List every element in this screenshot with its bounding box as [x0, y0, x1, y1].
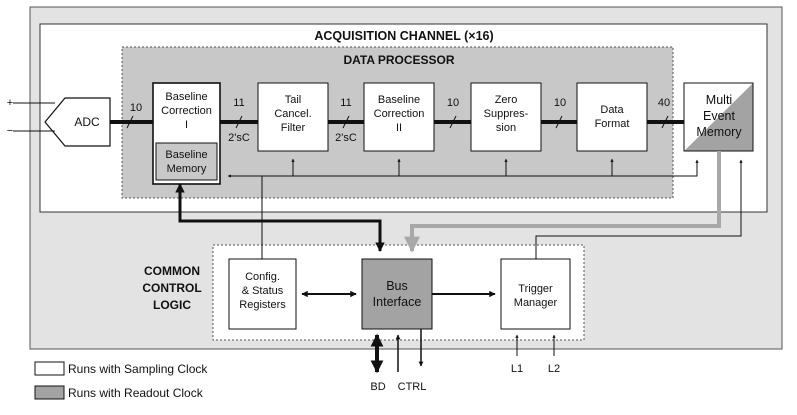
zs-line-2: Suppres-	[484, 108, 529, 120]
tail-cancel-filter-block	[257, 82, 329, 152]
tm-line-2: Manager	[514, 297, 558, 309]
bm-line-1: Baseline	[165, 149, 207, 161]
csr-line-2: & Status	[242, 285, 284, 297]
bus-width-tcf: 11	[340, 97, 351, 109]
baseline-memory-block	[155, 142, 218, 181]
adc-minus-sign: −	[7, 125, 13, 137]
mem-line-3: Memory	[696, 125, 742, 139]
data-format-block	[576, 82, 648, 152]
l1-label: L1	[511, 363, 523, 375]
bc2-line-2: Correction	[374, 108, 425, 120]
baseline-memory-bus-path	[175, 183, 385, 252]
tcf-line-3: Filter	[281, 122, 306, 134]
csr-line-1: Config.	[245, 271, 280, 283]
bus-width-bc1: 11	[233, 97, 244, 109]
bus-width-bc2: 10	[447, 97, 459, 109]
bc1-line-2: Correction	[161, 105, 212, 117]
tcf-line-1: Tail	[285, 94, 302, 106]
bc1-line-3: I	[185, 119, 188, 131]
data-processor-title: DATA PROCESSOR	[343, 53, 454, 67]
ctrl-label: CTRL	[398, 381, 427, 393]
ccl-line-3: LOGIC	[153, 298, 191, 312]
legend-readout-label: Runs with Readout Clock	[68, 386, 204, 400]
bus-interface-block	[361, 258, 433, 330]
bc2-line-1: Baseline	[378, 94, 420, 106]
legend-sampling-swatch	[34, 361, 65, 376]
memory-readout-path	[404, 151, 721, 253]
l2-label: L2	[548, 363, 560, 375]
bm-line-2: Memory	[167, 163, 207, 175]
encoding-tcf: 2'sC	[335, 132, 357, 144]
zs-line-3: sion	[496, 122, 516, 134]
df-line-2: Format	[595, 118, 630, 130]
ccl-line-2: CONTROL	[142, 281, 201, 295]
bd-label: BD	[370, 381, 385, 393]
bc1-line-1: Baseline	[165, 91, 207, 103]
trigger-manager-block	[500, 258, 571, 330]
acquisition-channel-title: ACQUISITION CHANNEL (×16)	[314, 29, 493, 43]
bc2-line-3: II	[396, 122, 402, 134]
df-line-1: Data	[600, 104, 624, 116]
bus-width-adc: 10	[130, 102, 142, 114]
config-status-registers-block	[228, 258, 297, 330]
ccl-line-1: COMMON	[144, 264, 200, 278]
encoding-bc1: 2'sC	[228, 132, 250, 144]
csr-line-3: Registers	[239, 299, 286, 311]
legend-readout-swatch	[34, 385, 65, 400]
legend-sampling-label: Runs with Sampling Clock	[68, 362, 208, 376]
zero-suppression-block	[470, 82, 542, 152]
adc-label: ADC	[74, 115, 100, 129]
bus-width-zs: 10	[554, 97, 566, 109]
zs-line-1: Zero	[495, 94, 518, 106]
tm-line-1: Trigger	[518, 283, 553, 295]
adc-plus-sign: +	[7, 97, 13, 109]
mem-line-1: Multi	[706, 93, 732, 107]
baseline-correction-2-block	[363, 82, 435, 152]
mem-line-2: Event	[703, 109, 735, 123]
trigger-to-memory-path	[535, 159, 743, 259]
bus-width-slashes	[126, 115, 669, 129]
multi-event-memory-sampling-part	[684, 83, 753, 151]
tcf-line-2: Cancel.	[274, 108, 311, 120]
bi-line-2: Interface	[373, 295, 422, 309]
bus-width-df: 40	[658, 97, 670, 109]
bi-line-1: Bus	[386, 279, 408, 293]
